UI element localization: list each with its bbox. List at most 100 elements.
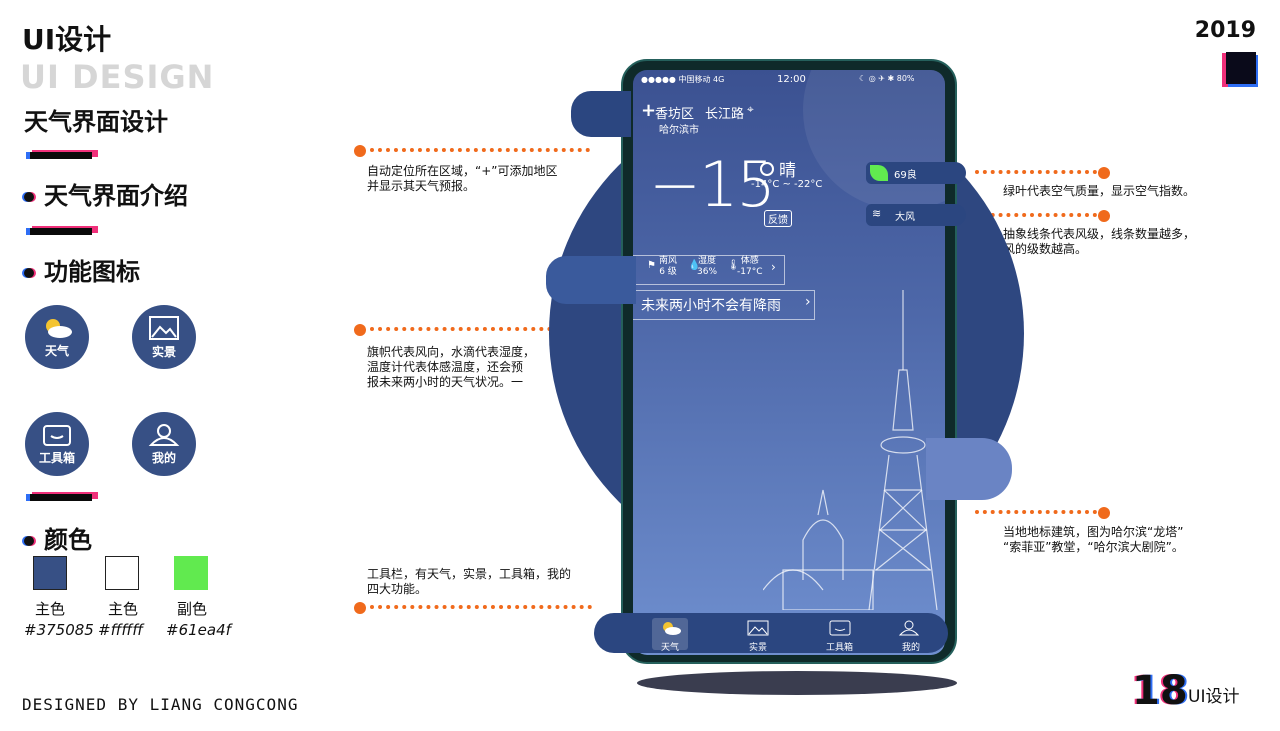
tab-scene[interactable] [747,620,769,640]
scene-icon [747,620,769,636]
location-road: 长江路 [705,107,745,122]
swatch-label: 主色 [34,600,65,618]
wind-lines-icon: ≋ [872,207,882,220]
status-carrier: ●●●●● 中国移动 4G [641,75,725,84]
toolbox-function-icon: 工具箱 [25,412,89,476]
annotation-dot [1098,507,1110,519]
tab-toolbox[interactable] [829,620,851,640]
profile-icon [148,423,180,446]
annotation-line [975,510,1097,514]
swatch-hex: #375085 [24,621,94,639]
phone-shadow [637,671,957,695]
temperature: −15 [649,148,776,221]
section-intro-label: 天气界面介绍 [44,182,188,210]
annotation-location: 自动定位所在区域，“+”可添加地区 并显示其天气预报。 [367,164,558,193]
page-number: 18 [1132,668,1188,714]
flag-icon: ⚑ [647,260,656,271]
droplet-icon: 💧 [688,260,701,271]
annotation-details: 旗帜代表风向，水滴代表湿度， 温度计代表体感温度，还会预 报未来两小时的天气状况… [367,345,536,389]
icon-label: 实景 [151,344,176,359]
thermometer-icon: 🌡 [727,260,740,271]
annotation-dot [354,602,366,614]
section-intro: 天气界面介绍 [24,176,188,211]
tab-toolbox-label: 工具箱 [826,643,854,653]
details-pill [546,256,636,304]
designer-credit: DESIGNED BY LIANG CONGCONG [22,695,299,714]
annotation-line [975,213,1097,217]
feels-label: 体感 [740,256,759,266]
condition: 晴 [779,161,796,181]
icon-label: 我的 [151,450,176,465]
add-location-icon[interactable]: + [641,100,657,121]
location-pin-icon: ⌖ [747,102,754,116]
annotation-toolbar: 工具栏，有天气，实景，工具箱，我的 四大功能。 [367,567,572,596]
tab-profile-label: 我的 [902,643,921,653]
icon-label: 工具箱 [38,450,75,465]
chevron-right-icon: › [805,294,811,310]
wind-dir-value: 6 级 [659,267,677,277]
annotation-line [370,605,592,609]
humidity-value: 36% [697,267,718,277]
icon-label: 天气 [44,343,69,358]
decor-bar [26,492,98,501]
leaf-icon [870,165,888,181]
decor-square [1226,52,1256,84]
forecast-text: 未来两小时不会有降雨 [641,298,781,314]
page-title: UI设计 [22,23,112,56]
decor-bar [26,226,98,235]
tab-profile[interactable] [898,620,920,640]
section-icons: 功能图标 [24,252,140,287]
annotation-wind: 抽象线条代表风级，线条数量越多， 风的级数越高。 [1003,227,1196,256]
tab-weather[interactable] [660,620,682,640]
wind-pill[interactable] [866,204,966,226]
feedback-button[interactable]: 反馈 [764,210,792,227]
page-label: UI设计 [1188,687,1240,707]
weather-function-icon: 天气 [25,305,89,369]
weather-icon [663,622,681,635]
year-label: 2019 [1194,18,1256,43]
swatch-white [105,556,139,590]
annotation-dot [354,324,366,336]
subtitle: 天气界面设计 [24,108,168,136]
landmark-pill [926,438,1012,500]
wind-dir-label: 南风 [659,256,678,266]
phone-screen: ●●●●● 中国移动 4G 12:00 ☾ ◎ ✈ ✱ 80% + 香坊区 长江… [633,70,945,655]
annotation-line [975,170,1097,174]
annotation-dot [354,145,366,157]
swatch-secondary [174,556,208,590]
forecast-row[interactable] [633,290,815,320]
annotation-air: 绿叶代表空气质量，显示空气指数。 [1003,184,1196,198]
status-icons: ☾ ◎ ✈ ✱ 80% [859,74,915,83]
section-colors-label: 颜色 [44,526,92,554]
degree-icon [760,162,774,176]
location-district: 香坊区 [655,107,695,122]
section-icons-label: 功能图标 [44,258,140,286]
swatch-label: 主色 [107,600,138,618]
swatch-primary [33,556,67,590]
scene-icon [149,315,179,340]
annotation-line [370,327,592,331]
scene-function-icon: 实景 [132,305,196,369]
aqi-value: 69良 [894,170,917,181]
chevron-right-icon: › [771,260,776,274]
swatch-hex: #61ea4f [166,621,231,639]
annotation-dot [1098,167,1110,179]
toolbox-icon [43,424,71,446]
aqi-pill[interactable] [866,162,966,184]
feels-like: 体感-17°C [737,256,762,278]
annotation-line [370,148,590,152]
status-time: 12:00 [777,74,806,85]
profile-icon [898,620,920,636]
location-pill [571,91,631,137]
humidity-label: 湿度 [698,256,717,266]
page-title-en: UI DESIGN [20,58,215,96]
section-colors: 颜色 [24,520,92,555]
details-row[interactable] [633,255,785,285]
tab-scene-label: 实景 [749,643,768,653]
swatch-label: 副色 [176,600,207,618]
annotation-dot [1098,210,1110,222]
tab-weather-label: 天气 [661,643,680,653]
annotation-landmark: 当地地标建筑，图为哈尔滨“龙塔” “索菲亚”教堂，“哈尔滨大剧院”。 [1003,525,1184,554]
